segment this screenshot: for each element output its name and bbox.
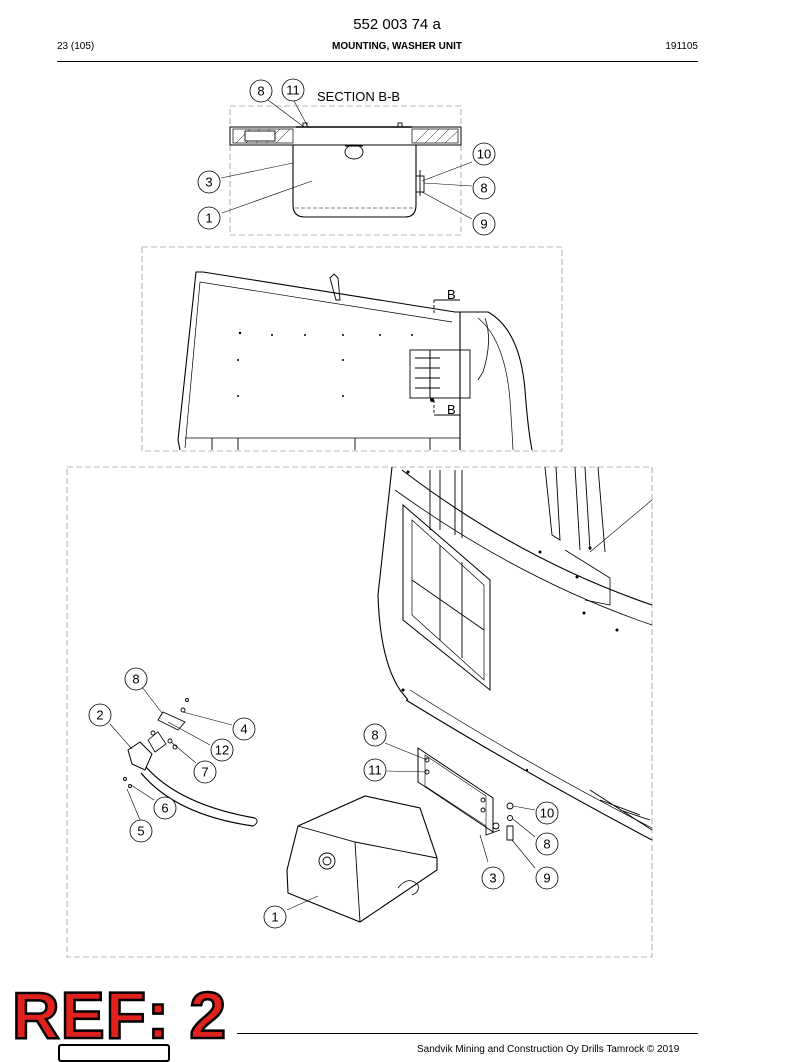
svg-text:8: 8: [480, 181, 487, 196]
document-date: 191105: [665, 41, 698, 52]
callout-bubble: 6: [153, 796, 177, 820]
header-rule: [57, 61, 698, 62]
callout-bubble: 1: [197, 206, 221, 230]
footer-copyright: Sandvik Mining and Construction Oy Drill…: [417, 1044, 680, 1055]
svg-text:8: 8: [257, 84, 264, 99]
document-number: 552 003 74 a: [353, 16, 441, 33]
callout-bubble: 9: [472, 212, 496, 236]
svg-text:4: 4: [240, 722, 247, 737]
callout-bubble: 4: [232, 717, 256, 741]
callout-bubble: 3: [481, 866, 505, 890]
svg-text:2: 2: [96, 708, 103, 723]
footer-rule: [237, 1033, 698, 1034]
callout-bubble: 5: [129, 819, 153, 843]
callout-bubble: 8: [124, 667, 148, 691]
ref-stamp-underbar: [58, 1044, 170, 1062]
svg-text:8: 8: [543, 837, 550, 852]
section-marker-bottom: B: [447, 402, 456, 417]
exploded-view: [66, 466, 653, 958]
callout-bubble: 8: [472, 176, 496, 200]
svg-text:3: 3: [489, 871, 496, 886]
svg-text:3: 3: [205, 175, 212, 190]
svg-text:5: 5: [137, 824, 144, 839]
callout-bubble: 7: [193, 760, 217, 784]
svg-text:9: 9: [543, 871, 550, 886]
svg-text:7: 7: [201, 765, 208, 780]
callout-bubble: 3: [197, 170, 221, 194]
svg-text:8: 8: [371, 728, 378, 743]
svg-text:9: 9: [480, 217, 487, 232]
section-title: SECTION B-B: [317, 89, 400, 104]
callout-bubble: 12: [210, 738, 234, 762]
callout-bubble: 8: [249, 79, 273, 103]
callout-bubble: 11: [363, 758, 387, 782]
leader-lines: [109, 99, 536, 911]
svg-text:1: 1: [205, 211, 212, 226]
callout-bubble: 8: [535, 832, 559, 856]
svg-text:1: 1: [271, 910, 278, 925]
ref-stamp: REF: 2: [11, 978, 228, 1052]
callout-bubble: 9: [535, 866, 559, 890]
svg-text:11: 11: [286, 83, 300, 98]
callout-bubble: 10: [535, 801, 559, 825]
section-view: [229, 105, 462, 236]
svg-text:11: 11: [368, 763, 382, 778]
svg-text:10: 10: [540, 806, 554, 821]
callout-bubble: 1: [263, 905, 287, 929]
svg-text:12: 12: [215, 743, 229, 758]
svg-text:8: 8: [132, 672, 139, 687]
callout-bubble: 8: [363, 723, 387, 747]
callout-bubble: 10: [472, 142, 496, 166]
svg-text:6: 6: [161, 801, 168, 816]
side-view: [141, 246, 563, 452]
callout-bubble: 11: [281, 78, 305, 102]
svg-text:10: 10: [477, 147, 491, 162]
callout-bubble: 2: [88, 703, 112, 727]
section-marker-top: B: [447, 287, 456, 302]
page-number: 23 (105): [57, 41, 95, 52]
document-title: MOUNTING, WASHER UNIT: [332, 41, 462, 52]
